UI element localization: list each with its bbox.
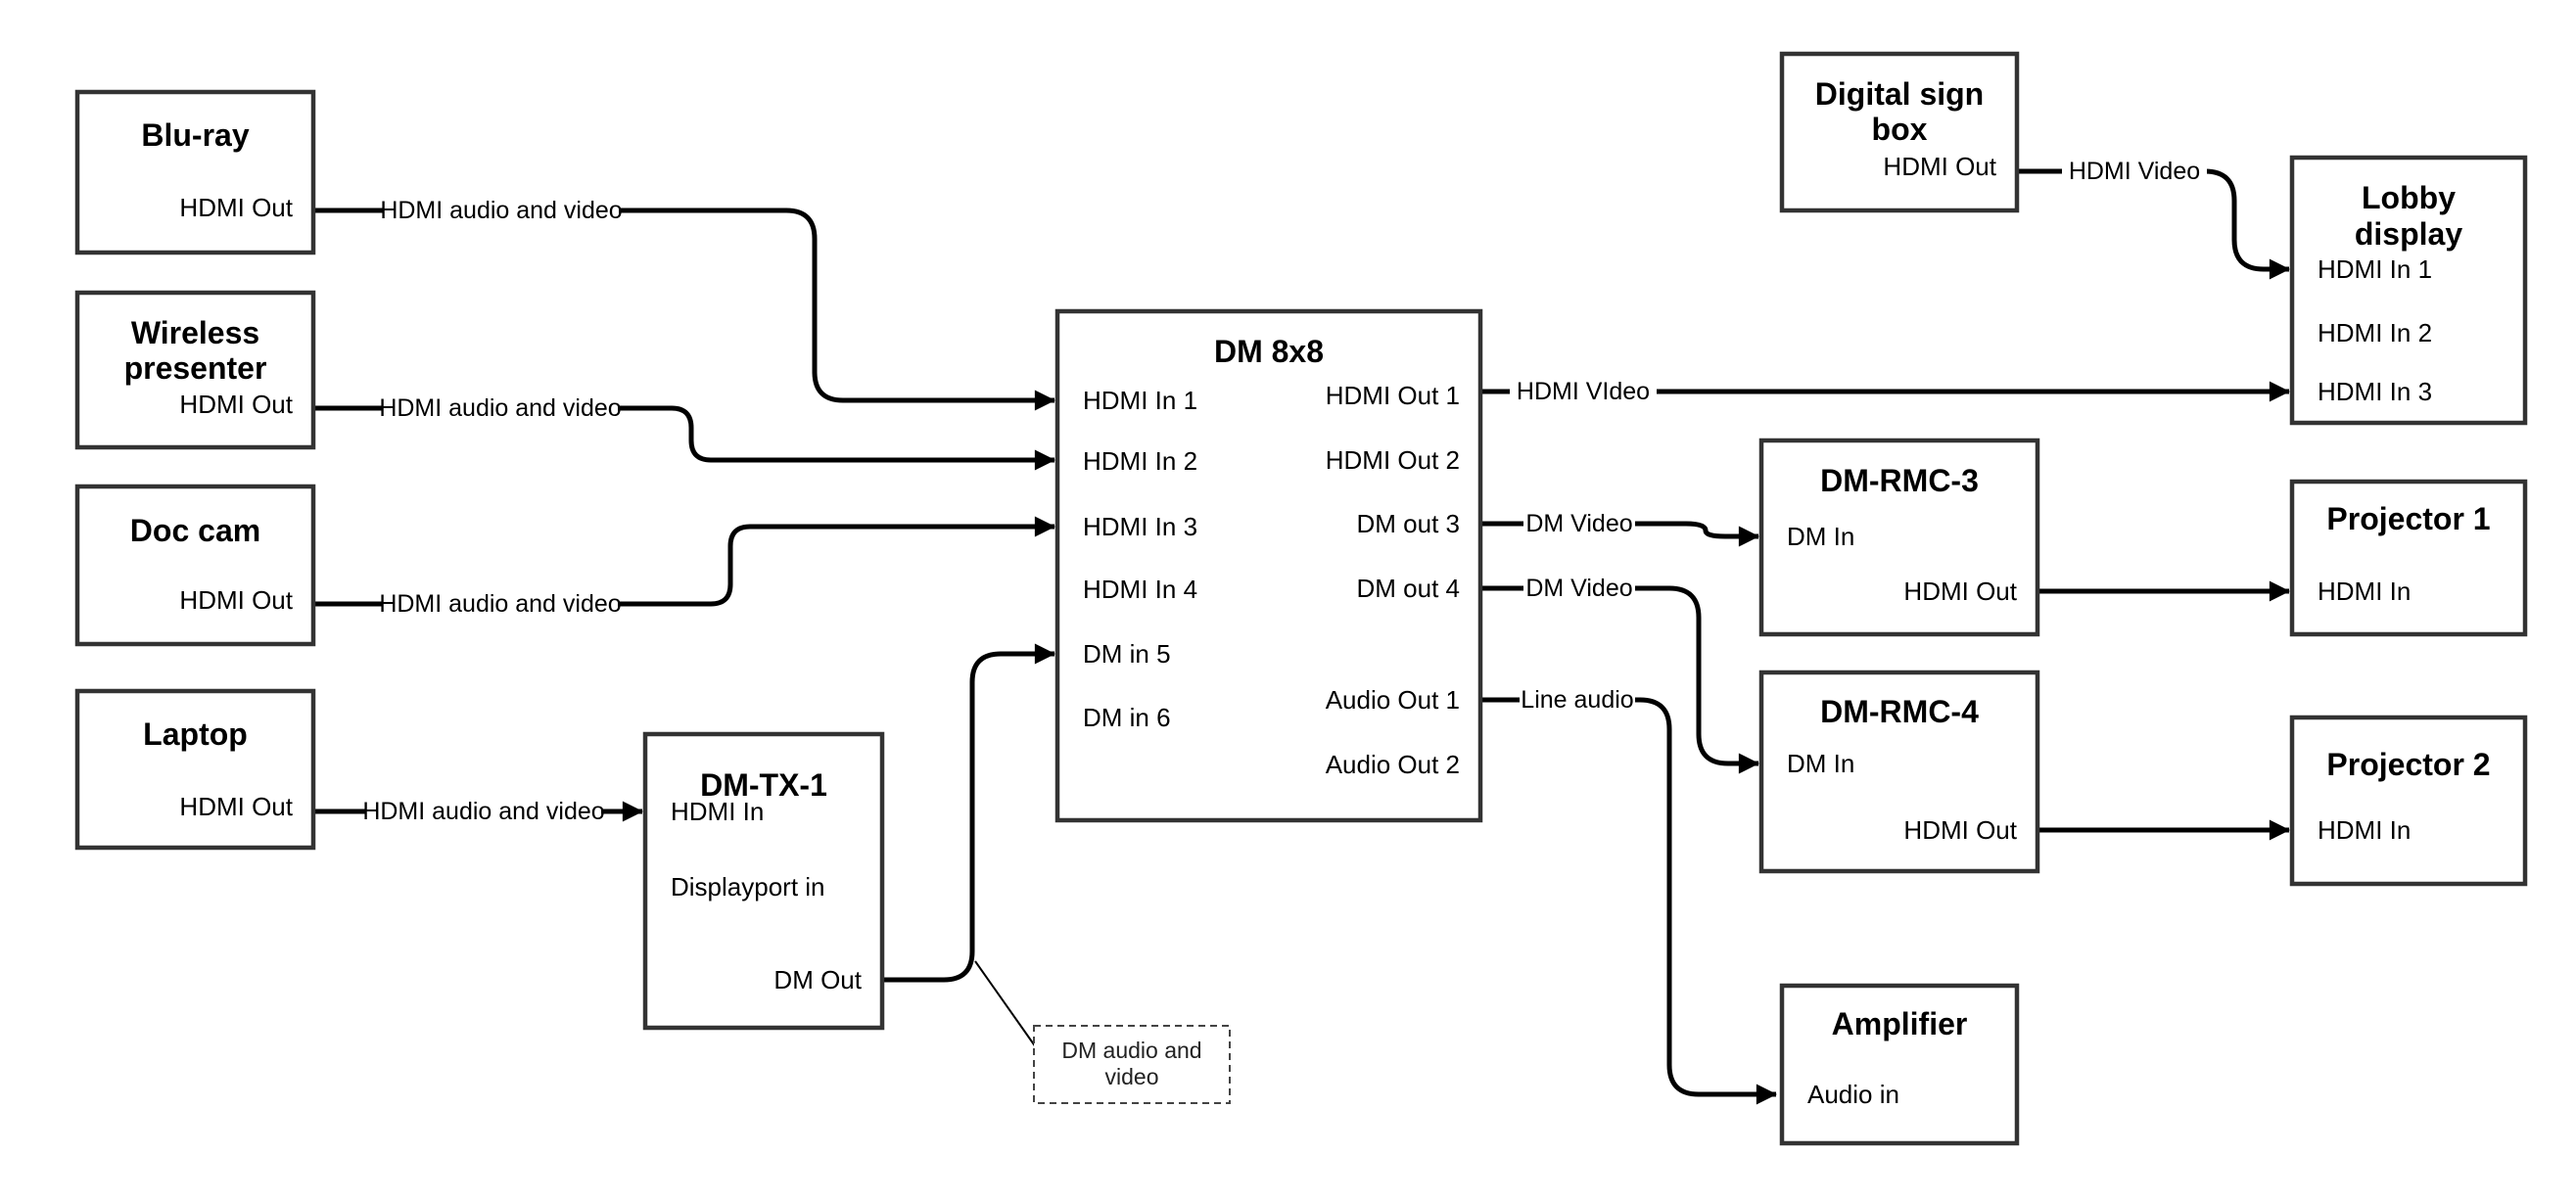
edge-label-bg: [366, 795, 601, 828]
node-wireless-presenter-title: Wireless: [131, 315, 259, 350]
node-laptop-title: Laptop: [143, 716, 248, 752]
node-dm-rmc-4-box[interactable]: [1758, 670, 2040, 874]
node-laptop-port-hdmi-out: HDMI Out: [179, 792, 293, 821]
node-wireless-presenter-port-hdmi-out: HDMI Out: [179, 390, 293, 419]
edge-label-bg: [383, 587, 618, 621]
edge-wireless-to-dm8x8-in2[interactable]: [313, 405, 1055, 471]
node-dm-8x8-port-hdmi-out-2: HDMI Out 2: [1326, 445, 1460, 475]
node-projector-1-box[interactable]: [2289, 479, 2528, 637]
node-lobby-display-box[interactable]: [2289, 155, 2528, 426]
edge-label-bg: [1523, 572, 1635, 605]
edge-dm8x8-audio1-to-amplifier[interactable]: [1480, 697, 1777, 1105]
node-dm-tx-1-box[interactable]: [642, 731, 885, 1031]
node-wireless-presenter-title: presenter: [124, 350, 267, 386]
node-lobby-display-port-hdmi-in-3: HDMI In 3: [2318, 377, 2432, 406]
node-projector-1-title: Projector 1: [2326, 501, 2490, 536]
node-lobby-display-title: display: [2355, 216, 2462, 252]
edge-dm8x8-out4-to-rmc4[interactable]: [1480, 585, 1759, 774]
node-amplifier-box[interactable]: [1779, 983, 2020, 1146]
node-dm-8x8-port-hdmi-in-3: HDMI In 3: [1083, 512, 1197, 541]
edge-label-dm8x8-audio1-to-amplifier: Line audio: [1521, 686, 1633, 714]
node-doc-cam-title: Doc cam: [130, 513, 260, 548]
node-dm-tx-1-port-dm-out: DM Out: [773, 965, 862, 994]
edge-label-dm8x8-out4-to-rmc4: DM Video: [1525, 575, 1632, 602]
node-dm-rmc-3-title: DM-RMC-3: [1820, 463, 1979, 498]
node-dm-8x8-port-dm-out-3: DM out 3: [1357, 509, 1461, 538]
node-dm-8x8-port-hdmi-in-4: HDMI In 4: [1083, 575, 1197, 604]
node-blu-ray-title: Blu-ray: [141, 117, 249, 153]
edge-dm8x8-out3-to-rmc3[interactable]: [1480, 521, 1759, 547]
callout-note-text: video: [1105, 1064, 1159, 1089]
node-dm-rmc-3-port-dm-in: DM In: [1787, 522, 1854, 551]
node-digital-sign-box-title: box: [1872, 112, 1928, 147]
node-dm-tx-1-title: DM-TX-1: [700, 767, 827, 803]
node-lobby-display-port-hdmi-in-1: HDMI In 1: [2318, 254, 2432, 284]
edge-bluray-to-dm8x8-in1[interactable]: [313, 208, 1055, 411]
node-dm-tx-1-port-displayport-in: Displayport in: [671, 872, 825, 901]
edge-label-dm8x8-out1-to-lobby-in3: HDMI VIdeo: [1517, 378, 1650, 405]
edge-dmtx1-to-dm8x8-in5[interactable]: [882, 643, 1055, 983]
callout-note-text: DM audio and: [1061, 1038, 1201, 1063]
node-wireless-presenter-box[interactable]: [74, 290, 316, 450]
node-dm-8x8-port-audio-out-2: Audio Out 2: [1326, 750, 1460, 779]
node-digital-sign-box-title: Digital sign: [1815, 76, 1984, 112]
node-dm-8x8-port-dm-out-4: DM out 4: [1357, 574, 1461, 603]
node-amplifier-port-audio-in: Audio in: [1807, 1080, 1899, 1109]
edge-label-bg: [384, 194, 619, 227]
node-digital-sign-box-port-hdmi-out: HDMI Out: [1883, 152, 1996, 181]
node-projector-2-port-hdmi-in: HDMI In: [2318, 815, 2411, 845]
node-dm-8x8-port-dm-in-6: DM in 6: [1083, 703, 1171, 732]
node-dm-8x8-box[interactable]: [1054, 308, 1483, 823]
edge-doccam-to-dm8x8-in3[interactable]: [313, 516, 1055, 607]
node-dm-8x8-port-hdmi-in-1: HDMI In 1: [1083, 386, 1197, 415]
node-dm-8x8-port-hdmi-out-1: HDMI Out 1: [1326, 381, 1460, 410]
edge-label-laptop-to-dmtx1: HDMI audio and video: [362, 798, 604, 825]
edge-label-bg: [383, 392, 618, 425]
node-doc-cam-port-hdmi-out: HDMI Out: [179, 585, 293, 615]
node-dm-8x8-title: DM 8x8: [1214, 334, 1324, 369]
node-amplifier-title: Amplifier: [1832, 1006, 1968, 1041]
edge-label-digitalsign-to-lobby-in1: HDMI Video: [2069, 158, 2200, 185]
edge-label-doccam-to-dm8x8-in3: HDMI audio and video: [379, 590, 621, 618]
callout-note-box[interactable]: [1033, 1025, 1231, 1104]
edge-label-bg: [1520, 683, 1635, 716]
node-dm-8x8-port-dm-in-5: DM in 5: [1083, 639, 1171, 669]
node-laptop-box[interactable]: [74, 688, 316, 851]
node-doc-cam-box[interactable]: [74, 484, 316, 647]
node-projector-1-port-hdmi-in: HDMI In: [2318, 577, 2411, 606]
node-dm-rmc-3-port-hdmi-out: HDMI Out: [1903, 577, 2017, 606]
node-projector-2-box[interactable]: [2289, 715, 2528, 887]
edge-digitalsign-to-lobby-in1[interactable]: [2017, 168, 2290, 280]
edge-label-bg: [1510, 375, 1657, 408]
node-dm-rmc-3-box[interactable]: [1758, 438, 2040, 637]
edge-label-wireless-to-dm8x8-in2: HDMI audio and video: [379, 394, 621, 422]
node-lobby-display-port-hdmi-in-2: HDMI In 2: [2318, 318, 2432, 347]
node-dm-8x8-port-audio-out-1: Audio Out 1: [1326, 685, 1460, 715]
node-blu-ray-box[interactable]: [74, 89, 316, 255]
node-dm-rmc-4-port-hdmi-out: HDMI Out: [1903, 815, 2017, 845]
edge-label-bg: [1523, 507, 1635, 540]
node-projector-2-title: Projector 2: [2326, 747, 2490, 782]
edge-label-dm8x8-out3-to-rmc3: DM Video: [1525, 510, 1632, 537]
node-lobby-display-title: Lobby: [2362, 180, 2456, 215]
node-dm-rmc-4-title: DM-RMC-4: [1820, 694, 1979, 729]
node-dm-8x8-port-hdmi-in-2: HDMI In 2: [1083, 446, 1197, 476]
edge-label-bluray-to-dm8x8-in1: HDMI audio and video: [380, 197, 622, 224]
node-dm-rmc-4-port-dm-in: DM In: [1787, 749, 1854, 778]
node-dm-tx-1-port-hdmi-in: HDMI In: [671, 797, 764, 826]
callout-pointer-line: [974, 960, 1037, 1048]
edge-label-bg: [2062, 155, 2207, 188]
node-digital-sign-box-box[interactable]: [1779, 51, 2020, 213]
node-blu-ray-port-hdmi-out: HDMI Out: [179, 193, 293, 222]
